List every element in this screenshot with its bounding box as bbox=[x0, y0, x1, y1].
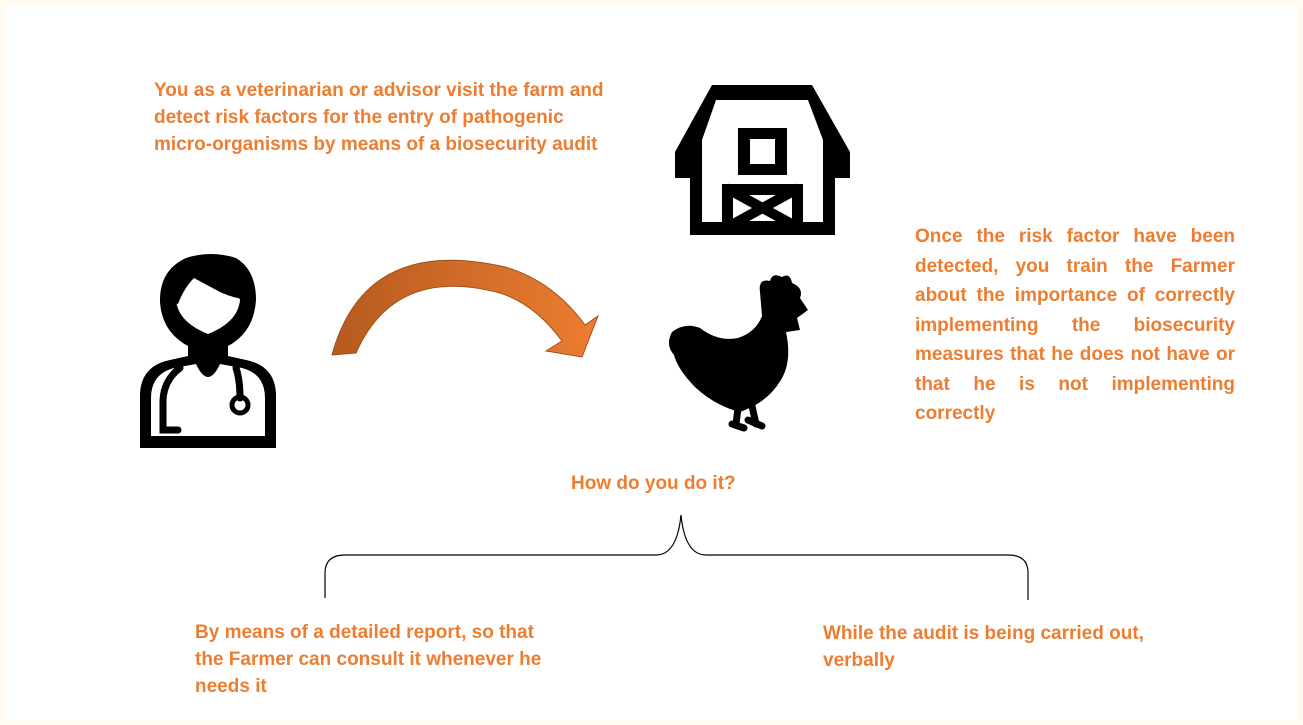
branch-report-text: By means of a detailed report, so that t… bbox=[195, 622, 542, 697]
curved-arrow bbox=[331, 259, 600, 358]
chicken-icon bbox=[668, 275, 808, 432]
barn-icon bbox=[675, 85, 850, 235]
intro-text: You as a veterinarian or advisor visit t… bbox=[154, 80, 604, 155]
curly-brace bbox=[324, 514, 1029, 600]
question-label: How do you do it? bbox=[571, 473, 736, 494]
training-text: Once the risk factor have been detected,… bbox=[915, 226, 1235, 424]
branch-verbal-text: While the audit is being carried out, ve… bbox=[823, 623, 1144, 671]
veterinarian-icon bbox=[140, 254, 276, 448]
